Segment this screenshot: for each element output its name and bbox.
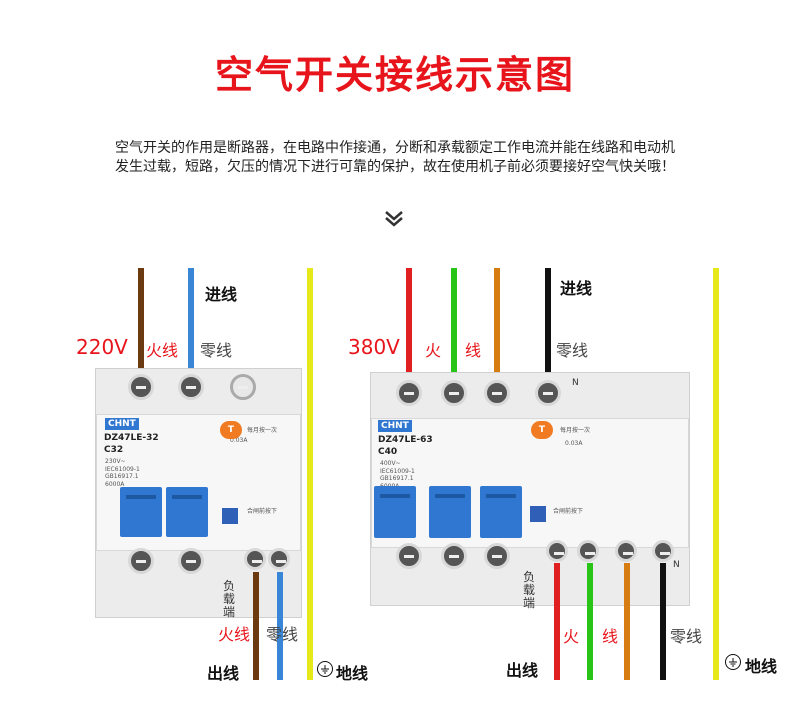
- right-top-terminal-2: [441, 380, 467, 406]
- right-top-terminal-n: [535, 380, 561, 406]
- right-bottom-terminal-1: [396, 543, 422, 569]
- left-outgoing-label: 出线: [207, 664, 240, 683]
- left-spec-std: IEC61009-1: [105, 466, 140, 473]
- left-spec-gb: GB16917.1: [105, 473, 139, 480]
- right-load-terminal-1: [546, 540, 568, 562]
- right-ground-icon: [725, 654, 741, 670]
- right-voltage-label: 380V: [348, 335, 400, 359]
- left-bottom-terminal-neutral: [178, 548, 204, 574]
- right-top-terminal-1: [396, 380, 422, 406]
- right-phase-green-wire-in: [451, 268, 457, 380]
- page-title: 空气开关接线示意图: [214, 53, 575, 97]
- intro-line-1: 空气开关的作用是断路器，在电路中作接通，分断和承载额定工作电流并能在线路和电动机: [115, 140, 675, 156]
- right-ground-label: 地线: [745, 657, 778, 676]
- right-breaker-face: [371, 418, 689, 548]
- intro-line-2: 发生过载，短路，欠压的情况下进行可靠的保护，故在使用机子前必须要接好空气快关哦！: [115, 159, 675, 175]
- right-phase-red-wire-in: [406, 268, 412, 380]
- left-live-label: 火线: [146, 341, 179, 360]
- left-load-end-label: 负载端: [222, 579, 235, 619]
- right-bottom-terminal-3: [484, 543, 510, 569]
- left-model-label: DZ47LE-32: [104, 433, 159, 443]
- right-indicator-window: [530, 506, 546, 522]
- right-spec-voltage: 400V~: [380, 460, 401, 467]
- left-top-terminal-spare: [230, 374, 256, 400]
- left-voltage-label: 220V: [76, 335, 128, 359]
- left-incoming-label: 进线: [205, 285, 238, 304]
- right-breaker: [370, 372, 690, 606]
- right-load-terminal-3: [615, 540, 637, 562]
- left-test-label: 每月按一次: [247, 427, 278, 434]
- left-ground-wire: [307, 268, 313, 680]
- right-live-label-right: 线: [465, 341, 482, 360]
- left-neutral-wire-out: [277, 572, 283, 680]
- right-bottom-terminal-2: [441, 543, 467, 569]
- left-neutral-wire-in: [188, 268, 194, 378]
- left-spec-cap: 6000A: [105, 481, 125, 488]
- left-leak-label: 0.03A: [230, 437, 248, 444]
- right-test-button[interactable]: T: [531, 421, 553, 439]
- right-neutral-wire-in: [545, 268, 551, 380]
- right-phase-green-wire-out: [587, 563, 593, 680]
- right-spec-std: IEC61009-1: [380, 468, 415, 475]
- right-rating-label: C40: [378, 447, 398, 457]
- left-test-button[interactable]: T: [220, 421, 242, 439]
- right-leak-label: 0.03A: [565, 440, 583, 447]
- right-incoming-label: 进线: [560, 279, 593, 298]
- right-ground-wire: [713, 268, 719, 680]
- right-phase-red-wire-out: [554, 563, 560, 680]
- right-neutral-wire-out: [660, 563, 666, 680]
- left-handle-2[interactable]: [166, 487, 208, 537]
- right-handle-3[interactable]: [480, 486, 522, 538]
- right-out-neutral-label: 零线: [670, 627, 703, 646]
- right-model-label: DZ47LE-63: [378, 435, 433, 445]
- left-brand-label: CHNT: [105, 418, 139, 430]
- left-spec-voltage: 230V~: [105, 458, 126, 465]
- left-out-live-label: 火线: [218, 625, 251, 644]
- right-out-live-label-left: 火: [563, 627, 580, 646]
- double-chevron-down-icon: [383, 210, 405, 233]
- right-outgoing-label: 出线: [506, 661, 539, 680]
- left-handle-1[interactable]: [120, 487, 162, 537]
- left-live-wire-in: [138, 268, 144, 378]
- right-out-live-label-right: 线: [602, 627, 619, 646]
- right-handle-2[interactable]: [429, 486, 471, 538]
- left-live-wire-out: [253, 572, 259, 680]
- right-test-label: 每月按一次: [560, 427, 591, 434]
- right-brand-label: CHNT: [378, 420, 412, 432]
- left-load-terminal-2: [268, 548, 290, 570]
- right-neutral-label: 零线: [556, 341, 589, 360]
- left-load-terminal-1: [244, 548, 266, 570]
- right-load-end-label: 负载端: [522, 570, 535, 610]
- right-n-top-label: N: [572, 378, 579, 388]
- left-top-terminal-live: [128, 374, 154, 400]
- left-ground-icon: [317, 661, 333, 677]
- left-neutral-label: 零线: [200, 341, 233, 360]
- right-phase-orange-wire-in: [494, 268, 500, 380]
- right-live-label-left: 火: [425, 341, 442, 360]
- left-indicator-window: [222, 508, 238, 524]
- right-load-terminal-2: [577, 540, 599, 562]
- left-push-label: 合闸前按下: [247, 508, 278, 515]
- left-rating-label: C32: [104, 445, 124, 455]
- left-bottom-terminal-live: [128, 548, 154, 574]
- right-spec-gb: GB16917.1: [380, 475, 414, 482]
- right-push-label: 合闸前按下: [553, 508, 584, 515]
- right-handle-1[interactable]: [374, 486, 416, 538]
- right-phase-orange-wire-out: [624, 563, 630, 680]
- left-ground-label: 地线: [336, 664, 369, 683]
- left-top-terminal-neutral: [178, 374, 204, 400]
- right-load-terminal-n: [652, 540, 674, 562]
- right-top-terminal-3: [484, 380, 510, 406]
- left-out-neutral-label: 零线: [266, 625, 299, 644]
- right-n-bottom-label: N: [673, 560, 680, 570]
